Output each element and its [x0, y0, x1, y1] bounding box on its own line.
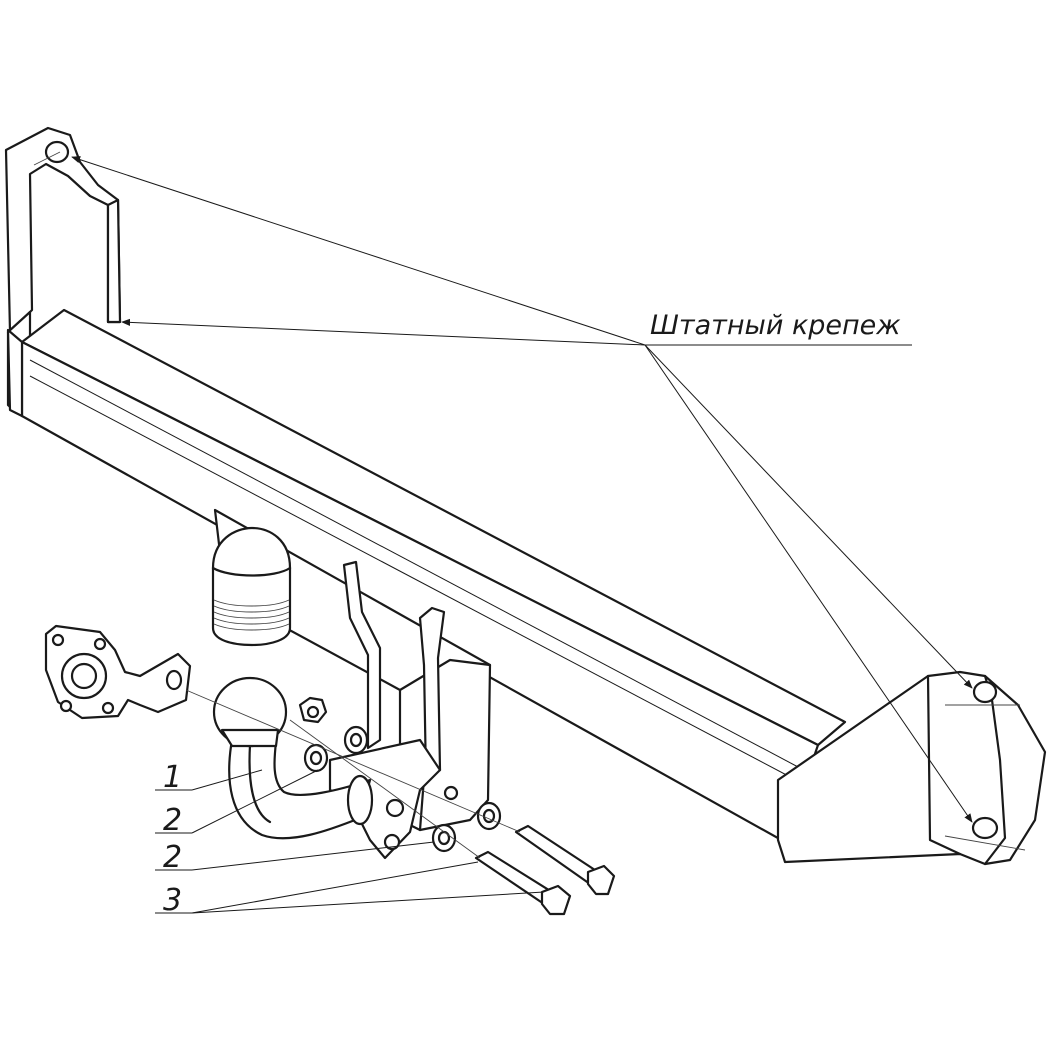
part-number-3: 3: [163, 883, 182, 918]
tow-ball-neck: [212, 676, 374, 840]
part-number-callouts: 1 2 2 3: [155, 760, 545, 918]
bolts: [474, 824, 616, 916]
left-bracket-upper-hole: [44, 140, 70, 164]
nuts-and-washers: [298, 696, 502, 853]
standard-fasteners-label: Штатный крепеж: [650, 310, 901, 341]
tow-ball-cap: [211, 526, 292, 647]
assembly-axis-lines: [33, 151, 521, 859]
right-bracket-upper-hole: [972, 680, 998, 704]
vertical-strap-brackets: [328, 560, 446, 860]
socket-plate: [44, 624, 192, 720]
main-crossbar: [6, 308, 847, 844]
right-bracket-lower-hole: [971, 816, 999, 840]
right-mounting-bracket: [776, 670, 1047, 866]
part-number-2a: 2: [163, 803, 182, 838]
part-number-2b: 2: [163, 840, 182, 875]
part-number-1: 1: [163, 760, 182, 795]
standard-fasteners-leaders: [71, 156, 973, 823]
